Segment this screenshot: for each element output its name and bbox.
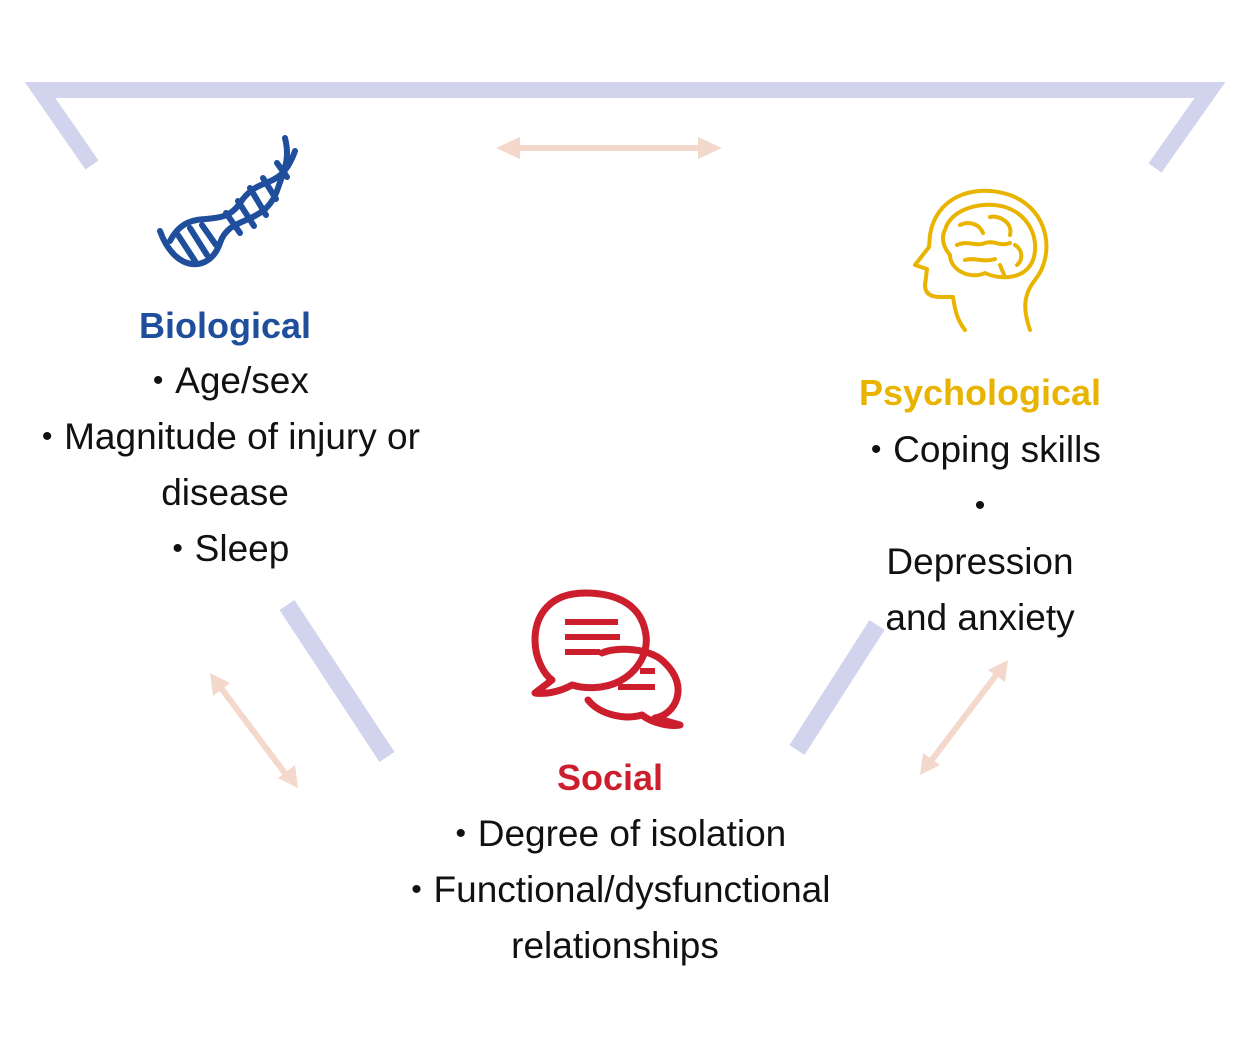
- list-item: Functional/dysfunctional relationships: [370, 862, 860, 974]
- psychological-heading: Psychological: [858, 372, 1102, 413]
- psychological-list: Coping skills Depression and anxiety: [840, 422, 1120, 646]
- social-heading: Social: [556, 757, 664, 798]
- top-frame-line: [24, 82, 1226, 173]
- biological-heading: Biological: [138, 305, 312, 346]
- social-list: Degree of isolation Functional/dysfuncti…: [370, 806, 860, 974]
- left-frame-line: [279, 600, 395, 762]
- arrow-biological-psychological: [496, 137, 722, 159]
- list-item: Coping skills: [840, 422, 1120, 478]
- list-item: Magnitude of injury or disease: [30, 409, 420, 521]
- arrow-biological-social: [210, 673, 298, 788]
- list-item: Degree of isolation: [370, 806, 860, 862]
- list-item: Depression and anxiety: [840, 478, 1120, 646]
- arrow-psychological-social: [920, 660, 1008, 775]
- biological-list: Age/sex Magnitude of injury or disease S…: [30, 353, 420, 577]
- dna-icon: [157, 135, 298, 268]
- speech-bubbles-icon: [531, 589, 684, 729]
- head-brain-icon: [913, 188, 1049, 332]
- list-item: Sleep: [30, 521, 420, 577]
- list-item: Age/sex: [30, 353, 420, 409]
